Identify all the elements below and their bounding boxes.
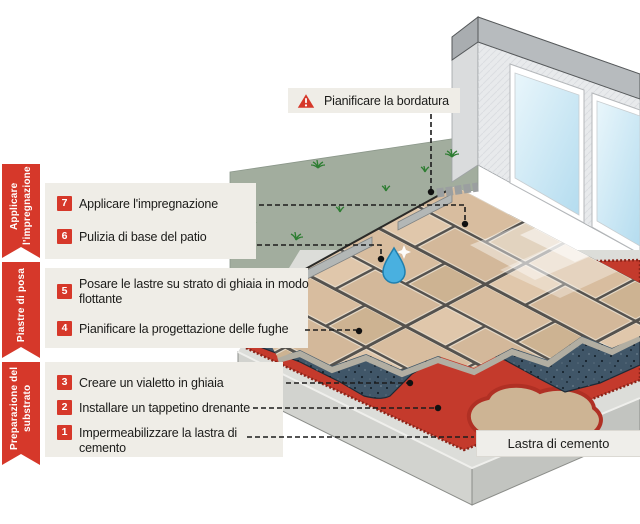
step-number-badge: 7 (57, 196, 72, 211)
slab-label-box: Lastra di cemento (476, 430, 640, 457)
ribbon-label: Preparazione del substrato (9, 366, 33, 451)
house-wall (451, 15, 640, 255)
step-label: Pulizia di base del patio (79, 230, 207, 244)
impregnation-sheen (470, 210, 630, 298)
window (591, 92, 640, 255)
step-label: Posare le lastre su strato di ghiaia in … (79, 277, 309, 306)
step-number-badge: 2 (57, 400, 72, 415)
step-number-badge: 1 (57, 425, 72, 440)
ribbon-label: Piastre di posa (15, 267, 27, 343)
step-label: Creare un vialetto in ghiaia (79, 376, 224, 390)
step-7: 7 Applicare l'impregnazione (57, 196, 218, 212)
window (509, 63, 585, 224)
ribbon-applicare-impregnazione: Applicare l'impregnazione (2, 164, 40, 258)
step-2: 2 Installare un tappetino drenante (57, 400, 250, 416)
step-number-badge: 6 (57, 229, 72, 244)
warning-triangle-icon (297, 93, 315, 108)
ribbon-piastre-di-posa: Piastre di posa (2, 262, 40, 358)
step-number-badge: 3 (57, 375, 72, 390)
ribbon-label: Applicare l'impregnazione (9, 166, 33, 246)
panel-impregnazione (45, 183, 256, 259)
sparkle-icon (397, 245, 411, 259)
callout-label: Pianificare la bordatura (324, 93, 449, 108)
paver-edge (277, 335, 640, 378)
step-4: 4 Pianificare la progettazione delle fug… (57, 321, 289, 337)
border-planning-callout: Pianificare la bordatura (288, 88, 460, 113)
gravel-layer (250, 229, 640, 399)
step-label: Installare un tappetino drenante (79, 401, 251, 415)
ribbon-preparazione-substrato: Preparazione del substrato (2, 362, 40, 465)
step-label: Impermeabilizzare la lastra di cemento (79, 426, 238, 455)
water-drop-icon (382, 245, 411, 284)
slab-label-text: Lastra di cemento (507, 436, 610, 451)
step-5: 5 Posare le lastre su strato di ghiaia i… (57, 276, 312, 307)
paver-field (255, 186, 640, 370)
step-6: 6 Pulizia di base del patio (57, 229, 207, 245)
step-number-badge: 4 (57, 321, 72, 336)
grass-tufts (247, 148, 460, 241)
step-label: Pianificare la progettazione delle fughe (79, 322, 289, 336)
step-1: 1 Impermeabilizzare la lastra di cemento (57, 425, 265, 456)
step-label: Applicare l'impregnazione (79, 197, 218, 211)
step-3: 3 Creare un vialetto in ghiaia (57, 375, 224, 391)
step-number-badge: 5 (57, 283, 72, 299)
